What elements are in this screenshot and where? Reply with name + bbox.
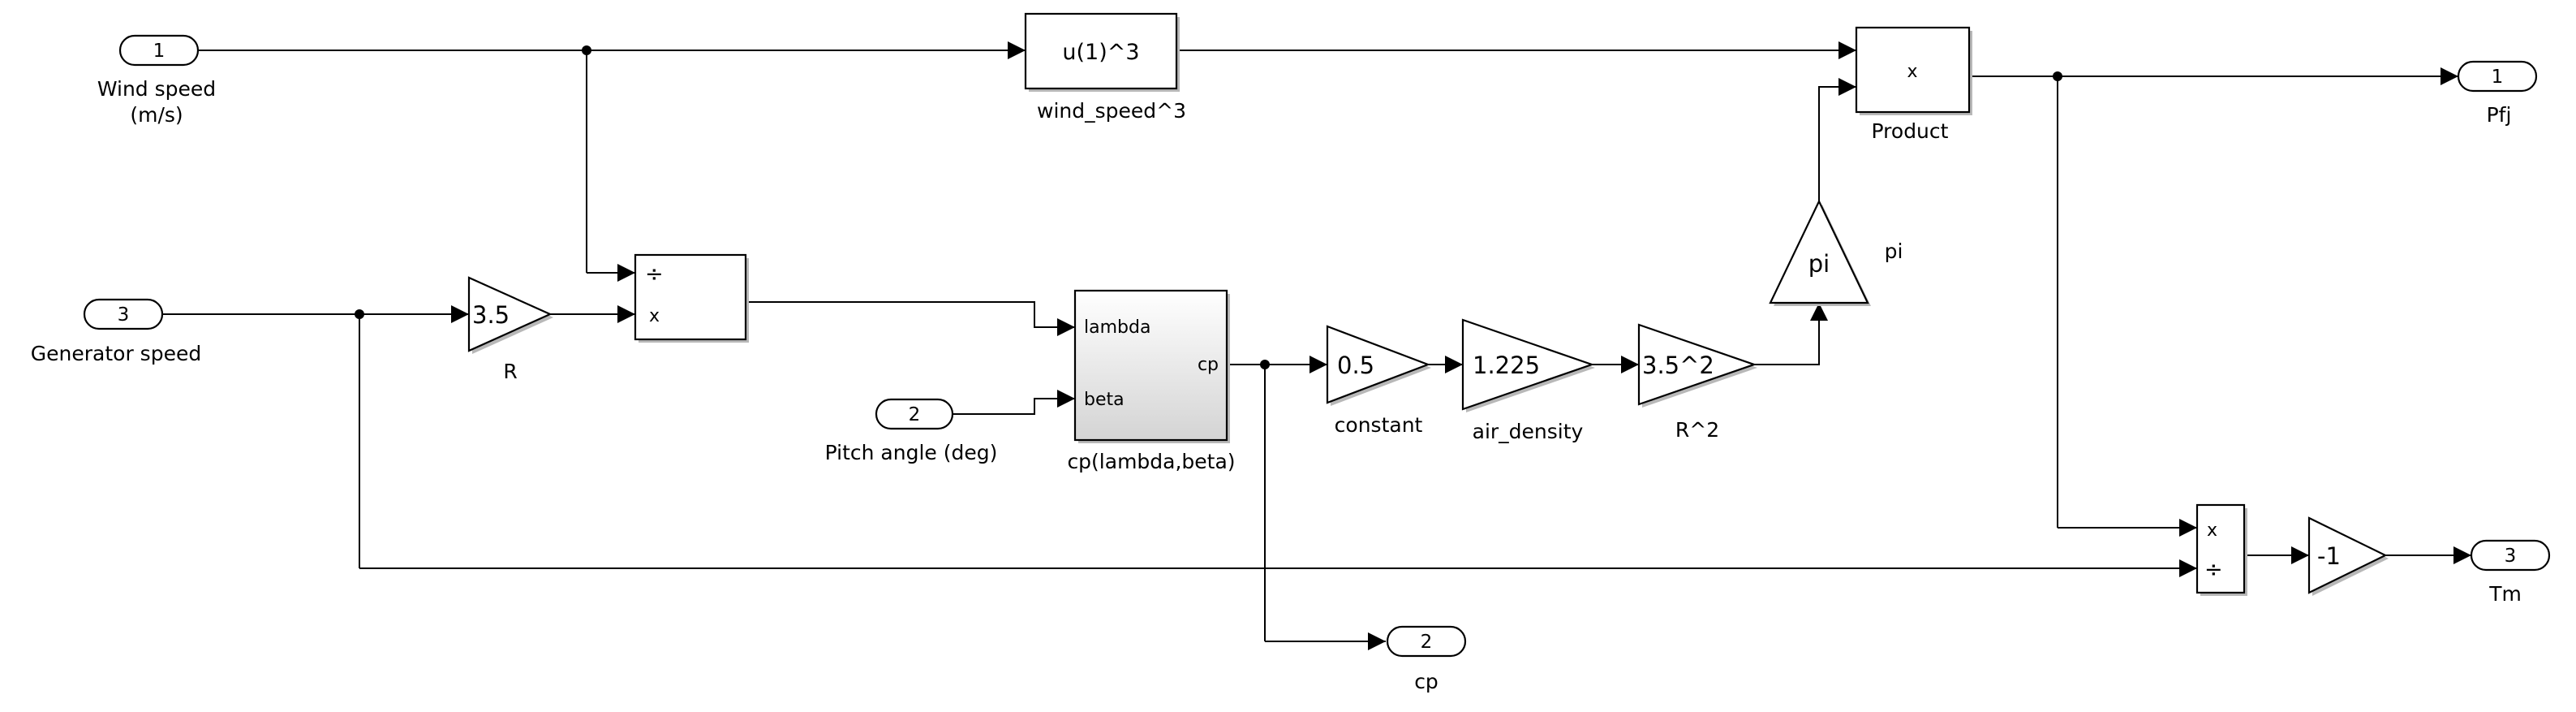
junction-dot	[582, 45, 591, 55]
gain-block-pi[interactable]: pi pi	[1769, 199, 1903, 306]
junction-dot	[2053, 71, 2062, 81]
gain-block-R-squared[interactable]: 3.5^2 R^2	[1637, 323, 1757, 442]
block-label: pi	[1885, 239, 1903, 263]
signal-lines	[162, 41, 2471, 650]
block-label: air_density	[1473, 420, 1584, 443]
block-label: cp(lambda,beta)	[1067, 450, 1235, 473]
inport-pitch-angle[interactable]: 2 Pitch angle (deg)	[825, 398, 998, 464]
block-label: R	[503, 360, 517, 383]
gain-block-constant[interactable]: 0.5 constant	[1326, 325, 1431, 437]
gain-value: -1	[2317, 542, 2341, 570]
block-label: constant	[1335, 413, 1423, 437]
port-number: 1	[2492, 67, 2504, 88]
wire-pitch-to-beta[interactable]	[953, 390, 1075, 415]
cp-lookup-block[interactable]: lambda beta cp cp(lambda,beta)	[1067, 289, 1236, 473]
gain-block-air-density[interactable]: 1.225 air_density	[1461, 318, 1595, 443]
wire-divide-to-lambda[interactable]	[749, 301, 1075, 336]
gain-value: 0.5	[1337, 352, 1374, 379]
product-block[interactable]: x Product	[1855, 26, 1972, 143]
port-number: 1	[153, 41, 166, 62]
port-label: (m/s)	[130, 103, 183, 127]
port-label: Wind speed	[97, 77, 216, 101]
junction-dot	[1260, 360, 1270, 369]
port-label: Pitch angle (deg)	[825, 441, 998, 464]
block-label: R^2	[1675, 418, 1719, 442]
port-label: Tm	[2488, 582, 2522, 606]
gain-block-negate[interactable]: -1	[2307, 516, 2389, 596]
cp-input-lambda: lambda	[1084, 317, 1150, 338]
outport-cp[interactable]: 2 cp	[1386, 625, 1467, 693]
product-sign: x	[1907, 62, 1917, 82]
gain-block-R[interactable]: 3.5 R	[467, 276, 553, 383]
divide-block-lambda[interactable]: ÷ x	[634, 253, 749, 343]
wire-pi-to-product[interactable]	[1818, 78, 1856, 201]
wire-R2-to-pi[interactable]	[1754, 303, 1828, 365]
inport-wind-speed[interactable]: 1 Wind speed (m/s)	[97, 34, 216, 127]
divide-numerator-sign: ÷	[645, 261, 664, 287]
gain-value: 3.5	[472, 301, 510, 329]
port-number: 2	[909, 404, 921, 425]
outport-pfj[interactable]: 1 Pfj	[2457, 60, 2538, 127]
gain-value: 1.225	[1473, 352, 1540, 379]
cp-output: cp	[1198, 355, 1219, 375]
cp-input-beta: beta	[1084, 390, 1125, 410]
divide-denominator-sign: x	[649, 306, 660, 326]
gain-value: pi	[1808, 250, 1830, 278]
inport-generator-speed[interactable]: 3 Generator speed	[31, 298, 201, 365]
block-label: wind_speed^3	[1037, 99, 1186, 123]
divide-block-torque[interactable]: x ÷	[2195, 503, 2247, 596]
divide-denominator-sign: ÷	[2204, 557, 2223, 582]
gain-value: 3.5^2	[1642, 352, 1714, 379]
divide-numerator-sign: x	[2207, 520, 2217, 541]
port-number: 2	[1421, 632, 1433, 653]
port-label: Pfj	[2487, 103, 2512, 127]
block-label: Product	[1872, 119, 1949, 143]
outport-tm[interactable]: 3 Tm	[2470, 539, 2551, 606]
block-text: u(1)^3	[1062, 40, 1139, 65]
port-number: 3	[118, 304, 130, 326]
fcn-block-wind-cubed[interactable]: u(1)^3 wind_speed^3	[1024, 12, 1186, 123]
port-label: Generator speed	[31, 342, 201, 365]
port-number: 3	[2505, 546, 2517, 567]
port-label: cp	[1414, 670, 1439, 693]
junction-dot	[355, 309, 364, 319]
